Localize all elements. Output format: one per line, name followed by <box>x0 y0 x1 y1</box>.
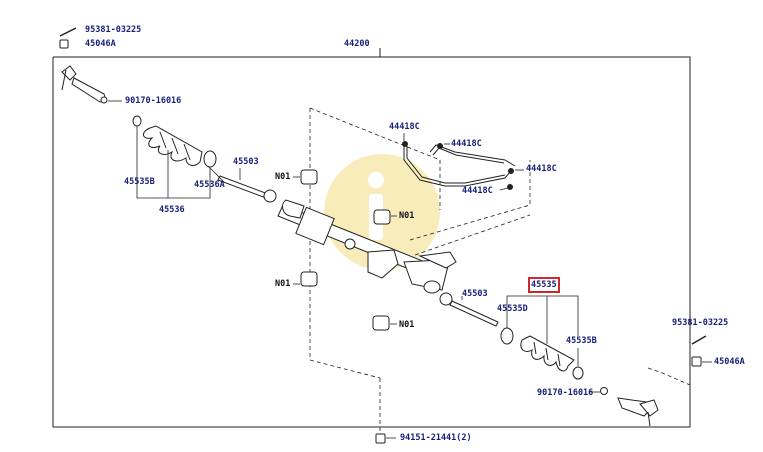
bolt-top-left-glyph <box>59 27 77 49</box>
mount-lower-left-label[interactable]: N01 <box>275 279 291 289</box>
rod-right-label[interactable]: 45503 <box>462 289 488 299</box>
tube-lower-label[interactable]: 44418C <box>462 186 493 196</box>
rod-left-label[interactable]: 45503 <box>233 157 259 167</box>
tube-upper-right-label[interactable]: 44418C <box>451 139 482 149</box>
assembly-label[interactable]: 44200 <box>344 39 370 49</box>
nut-right-label[interactable]: 45046A <box>714 357 745 367</box>
boot-right-selected-label[interactable]: 45535 <box>528 277 560 293</box>
band-left-a-glyph <box>203 150 217 168</box>
rod-left-glyph <box>217 175 277 203</box>
boot-right-glyph <box>520 335 575 372</box>
tube-top-label[interactable]: 44418C <box>389 122 420 132</box>
tie-rod-end-right <box>600 387 659 427</box>
band-left-a-label[interactable]: 45536A <box>194 180 225 190</box>
assembly-frame <box>52 56 691 428</box>
mount-upper-left-glyph <box>300 169 318 185</box>
band-left-glyph <box>132 115 142 127</box>
mount-upper-left-label[interactable]: N01 <box>275 172 291 182</box>
band-right-b-glyph <box>572 366 584 380</box>
rack-housing <box>277 199 457 294</box>
boot-left-glyph <box>143 125 203 166</box>
band-right-d-label[interactable]: 45535D <box>497 304 528 314</box>
rod-right-glyph <box>439 292 499 327</box>
tube-right-label[interactable]: 44418C <box>526 164 557 174</box>
mount-lower-right-label[interactable]: N01 <box>399 320 415 330</box>
bolt-bottom-label[interactable]: 94151-21441(2) <box>400 433 472 443</box>
mount-upper-right-label[interactable]: N01 <box>399 211 415 221</box>
mount-lower-left-glyph <box>300 271 318 287</box>
band-right-b-label[interactable]: 45535B <box>566 336 597 346</box>
tie-rod-end-left <box>61 65 108 104</box>
nut-top-left-label[interactable]: 45046A <box>85 39 116 49</box>
pressure-tubes <box>402 141 516 190</box>
bolt-bottom-glyph <box>375 433 386 444</box>
band-right-d-glyph <box>500 327 514 345</box>
bolt-top-left-label[interactable]: 95381-03225 <box>85 25 142 35</box>
end-left-clip-label[interactable]: 90170-16016 <box>125 96 182 106</box>
band-left-b-label[interactable]: 45535B <box>124 177 155 187</box>
end-right-clip-label[interactable]: 90170-16016 <box>537 388 594 398</box>
bolt-right-glyph <box>691 335 707 367</box>
dashed-guides <box>309 107 691 432</box>
mount-lower-right-glyph <box>372 315 390 331</box>
leader-lines <box>108 100 712 439</box>
mount-upper-right-glyph <box>373 209 391 225</box>
bolt-right-label[interactable]: 95381-03225 <box>672 318 729 328</box>
boot-left-label[interactable]: 45536 <box>159 205 185 215</box>
